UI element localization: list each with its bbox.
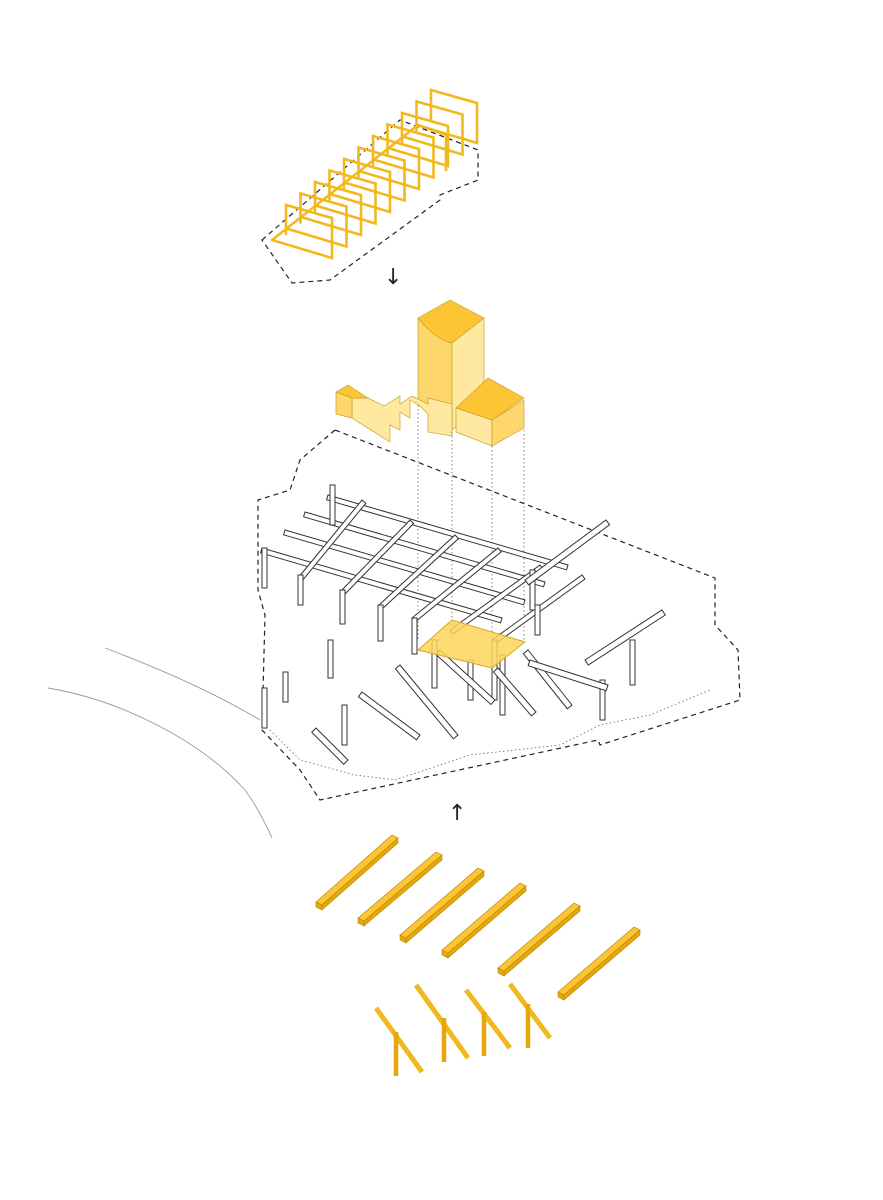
foundation-beam-side bbox=[321, 837, 399, 911]
frame-column bbox=[339, 589, 346, 625]
frame-beam bbox=[584, 609, 666, 666]
foundation-beam-top bbox=[557, 926, 641, 996]
frame-column bbox=[377, 604, 384, 642]
frame-beam bbox=[311, 727, 349, 765]
frame-beam bbox=[394, 664, 459, 740]
up-arrow-icon: ↑ bbox=[448, 801, 466, 826]
frame-column bbox=[534, 604, 541, 636]
roof-frame-layer bbox=[261, 88, 479, 284]
roof-frame-member bbox=[314, 168, 377, 226]
roof-frame-member bbox=[372, 122, 435, 180]
stepped-wing-front bbox=[351, 395, 453, 443]
foundation-beams bbox=[315, 834, 641, 1001]
roof-frame-member bbox=[270, 203, 334, 260]
frame-column bbox=[297, 574, 304, 606]
support-columns bbox=[373, 982, 553, 1076]
down-arrow-icon: ↓ bbox=[384, 265, 402, 290]
frame-column bbox=[411, 617, 418, 655]
frame-column bbox=[341, 704, 348, 746]
foundation-beam-side bbox=[405, 870, 485, 944]
frame-beam bbox=[524, 519, 611, 586]
stepped-wing-roof bbox=[335, 384, 370, 399]
frame-beam bbox=[492, 667, 537, 717]
terrain-contours bbox=[47, 647, 273, 839]
frame-beam bbox=[357, 691, 421, 741]
highlighted-platform bbox=[416, 619, 527, 669]
roof-frame-member bbox=[328, 157, 392, 214]
roof-frame-member bbox=[285, 191, 348, 249]
roof-frame-member bbox=[343, 145, 406, 203]
frame-column bbox=[282, 671, 289, 703]
frame-beam bbox=[282, 529, 526, 606]
frame-column bbox=[327, 639, 334, 679]
roof-frame-member bbox=[357, 134, 421, 191]
frame-beam bbox=[259, 547, 503, 624]
foundation-beam-top bbox=[497, 902, 581, 972]
main-structure-frame bbox=[257, 429, 741, 801]
frame-column bbox=[261, 547, 268, 589]
frame-beam bbox=[522, 649, 573, 710]
roof-frame-member bbox=[401, 99, 464, 157]
foundation-beam-side bbox=[563, 929, 641, 1001]
frame-column bbox=[629, 639, 636, 686]
frame-column bbox=[261, 687, 268, 729]
roof-frame-member bbox=[415, 88, 479, 145]
foundation-beam-side bbox=[447, 885, 527, 959]
foundation-beam-side bbox=[503, 905, 581, 977]
frame-beam bbox=[325, 494, 569, 571]
building-volumes bbox=[335, 299, 525, 447]
right-block-side bbox=[491, 399, 525, 447]
frame-column bbox=[529, 569, 536, 611]
roof-frame-member bbox=[386, 111, 450, 168]
foundation-beam-side bbox=[363, 854, 443, 927]
right-block-roof bbox=[455, 377, 525, 421]
tower-roof bbox=[417, 299, 485, 344]
support-diagonal bbox=[464, 988, 512, 1050]
frame-column bbox=[329, 484, 336, 526]
roof-frame-rail bbox=[270, 123, 448, 242]
frame-beam bbox=[527, 659, 609, 692]
roof-frame-member bbox=[299, 180, 363, 237]
frame-column bbox=[599, 679, 606, 721]
frame-beam bbox=[302, 511, 546, 588]
support-diagonal bbox=[373, 1006, 425, 1074]
